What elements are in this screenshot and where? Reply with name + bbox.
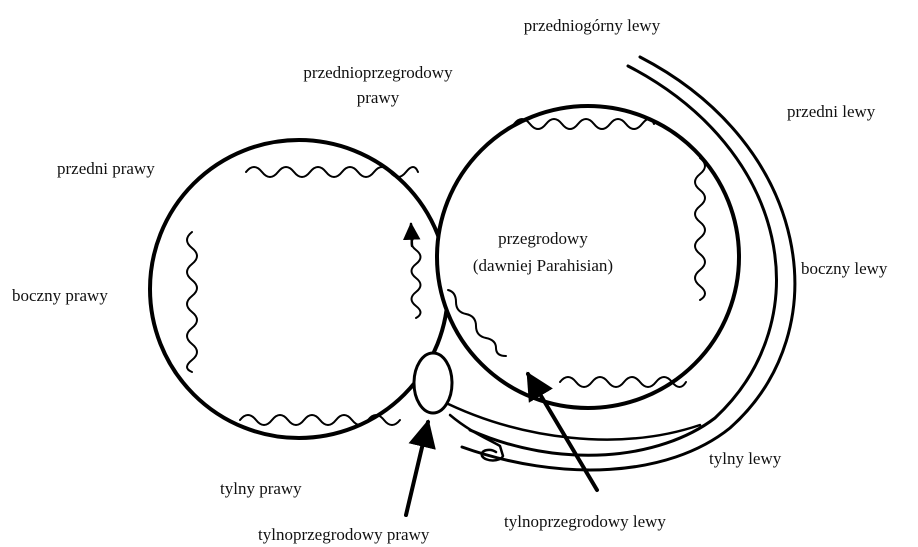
right-ring-wavy-marks [187,167,418,425]
tricuspid-annulus-ring [150,140,448,438]
label-posteroseptal-right: tylnoprzegrodowy prawy [258,525,430,544]
label-anteroseptal-right-line2: prawy [357,88,400,107]
label-posterior-left: tylny lewy [709,449,782,468]
label-anteroseptal-right-line1: przednioprzegrodowy [303,63,453,82]
label-posterior-right: tylny prawy [220,479,302,498]
label-lateral-right: boczny prawy [12,286,108,305]
label-anterior-superior-left: przedniogórny lewy [524,16,661,35]
label-posteroseptal-left: tylnoprzegrodowy lewy [504,512,666,531]
arrow-posteroseptal-right [406,422,428,515]
wavy-lateral-right [187,232,197,372]
label-septal-line1: przegrodowy [498,229,588,248]
arrow-anteroseptal [411,224,412,246]
wavy-anteroseptal-right [412,236,421,318]
label-septal-line2: (dawniej Parahisian) [473,256,613,275]
label-lateral-left: boczny lewy [801,259,888,278]
coronary-sinus-ostium [414,353,452,413]
label-anterior-left: przedni lewy [787,102,876,121]
label-anterior-right: przedni prawy [57,159,155,178]
